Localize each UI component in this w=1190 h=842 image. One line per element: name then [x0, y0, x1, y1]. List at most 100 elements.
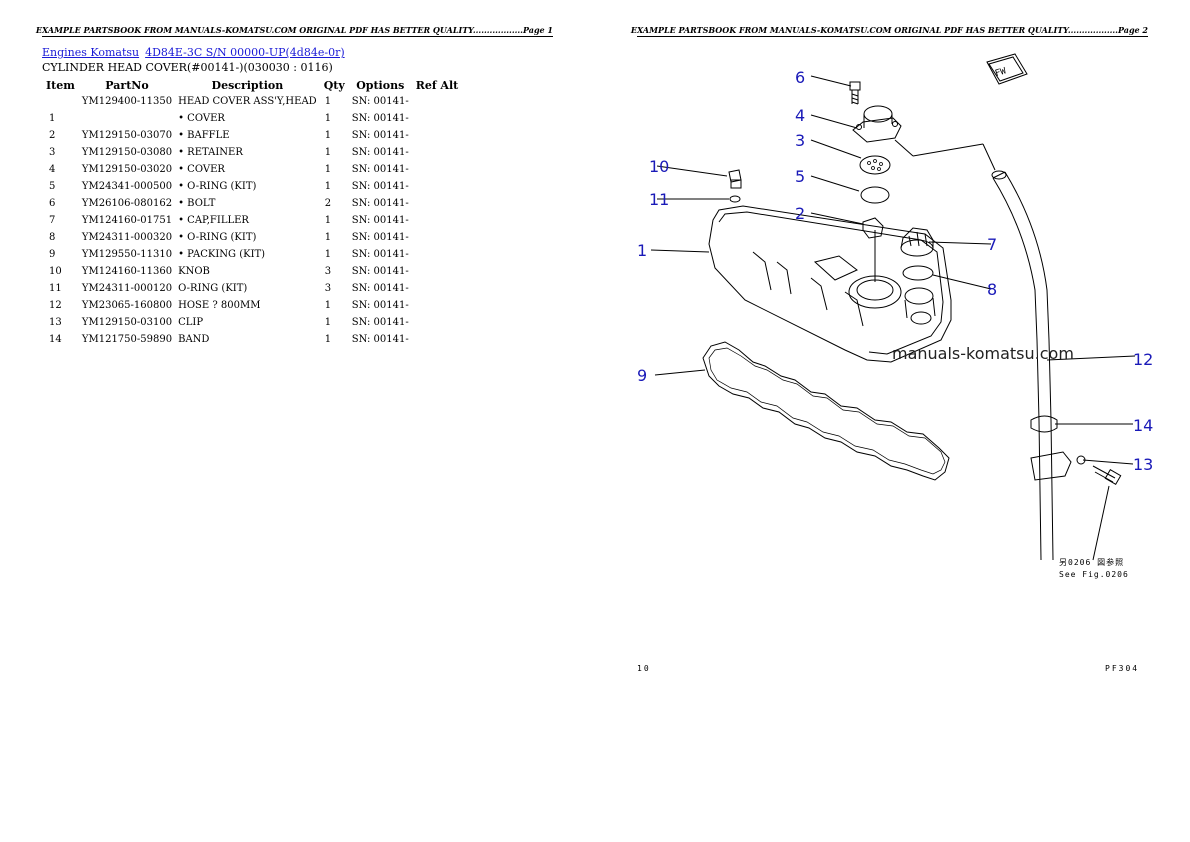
- part-baffle: [862, 217, 884, 239]
- cell-description: CLIP: [178, 317, 204, 328]
- cell-qty: 2: [324, 198, 332, 209]
- cell-ref-alt: [412, 161, 463, 178]
- page-header: EXAMPLE PARTSBOOK FROM MANUALS-KOMATSU.C…: [630, 25, 1148, 35]
- header-rule: [637, 36, 1148, 37]
- section-title: CYLINDER HEAD COVER(#00141-)(030030 : 01…: [42, 61, 333, 74]
- cell-item: 12: [49, 300, 62, 311]
- cell-qty: 1: [324, 232, 332, 243]
- cell-partno: YM129150-03080: [81, 147, 173, 158]
- cell-options: SN: 00141-: [351, 147, 409, 158]
- cell-item: 4: [49, 164, 56, 175]
- callout-9: 9: [637, 366, 647, 385]
- cell-partno: YM129150-03100: [81, 317, 173, 328]
- part-packing: [702, 341, 950, 481]
- cell-qty: 1: [324, 215, 332, 226]
- callout-2: 2: [795, 204, 805, 223]
- part-clip: [1030, 451, 1122, 561]
- callout-8: 8: [987, 280, 997, 299]
- part-knob: [728, 169, 742, 189]
- cell-options: SN: 00141-: [351, 96, 409, 107]
- cell-ref-alt: [412, 93, 463, 110]
- cell-item: [42, 93, 79, 110]
- cell-description: • PACKING (KIT): [178, 249, 266, 260]
- cell-partno: [79, 110, 175, 127]
- cell-partno: YM129550-11310: [81, 249, 173, 260]
- cell-options: SN: 00141-: [351, 232, 409, 243]
- col-header-ref-alt: Ref Alt: [415, 78, 459, 92]
- cell-description: KNOB: [178, 266, 210, 277]
- cell-item: 14: [49, 334, 62, 345]
- breadcrumb: Engines Komatsu 4D84E-3C S/N 00000-UP(4d8…: [42, 46, 345, 59]
- callout-11: 11: [649, 190, 669, 209]
- cell-partno: YM129400-11350: [81, 96, 173, 107]
- cell-ref-alt: [412, 314, 463, 331]
- part-band: [1030, 415, 1058, 433]
- callout-1: 1: [637, 241, 647, 260]
- col-header-qty: Qty: [323, 78, 345, 92]
- cell-description: HOSE ? 800MM: [178, 300, 261, 311]
- cell-qty: 1: [324, 300, 332, 311]
- col-header-partno: PartNo: [105, 78, 149, 92]
- cell-qty: 1: [324, 164, 332, 175]
- part-o-ring-knob: [729, 195, 741, 203]
- see-figure-jp: 另0206 図参照: [1059, 558, 1125, 567]
- cell-ref-alt: [412, 127, 463, 144]
- see-figure-note: 另0206 図参照 See Fig.0206: [1059, 557, 1129, 581]
- callout-7: 7: [987, 235, 997, 254]
- cell-ref-alt: [412, 178, 463, 195]
- part-head-cover: [708, 205, 952, 363]
- cell-qty: 1: [324, 181, 332, 192]
- forward-direction-mark: FW: [986, 53, 1028, 85]
- cell-description: O-RING (KIT): [178, 283, 248, 294]
- cell-ref-alt: [412, 331, 463, 348]
- cell-description: • COVER: [178, 164, 225, 175]
- cell-ref-alt: [412, 195, 463, 212]
- cell-description: BAND: [178, 334, 210, 345]
- cell-options: SN: 00141-: [351, 130, 409, 141]
- cell-ref-alt: [412, 144, 463, 161]
- parts-list-page: EXAMPLE PARTSBOOK FROM MANUALS-KOMATSU.C…: [36, 25, 553, 348]
- cell-qty: 3: [324, 283, 332, 294]
- cell-options: SN: 00141-: [351, 198, 409, 209]
- cell-qty: 1: [324, 249, 332, 260]
- breadcrumb-link-model[interactable]: 4D84E-3C S/N 00000-UP(4d84e-0r): [145, 46, 345, 59]
- cell-qty: 1: [324, 317, 332, 328]
- callout-6: 6: [795, 68, 805, 87]
- cell-item: 3: [49, 147, 56, 158]
- cell-description: • O-RING (KIT): [178, 181, 257, 192]
- cell-description: HEAD COVER ASS'Y,HEAD: [178, 96, 317, 107]
- cell-item: 6: [49, 198, 56, 209]
- parts-table: Item PartNo Description Qty Options Ref …: [42, 77, 462, 348]
- cell-options: SN: 00141-: [351, 113, 409, 124]
- cell-partno: YM24311-000320: [81, 232, 173, 243]
- cell-options: SN: 00141-: [351, 215, 409, 226]
- part-filler-cap: [900, 227, 934, 257]
- part-bolt: [849, 81, 861, 105]
- callout-3: 3: [795, 131, 805, 150]
- footer-page-number: 10: [637, 664, 651, 673]
- cell-options: SN: 00141-: [351, 164, 409, 175]
- leader-lines: [650, 75, 1136, 465]
- cell-description: • BOLT: [178, 198, 216, 209]
- cell-item: 13: [49, 317, 62, 328]
- cell-qty: 1: [324, 113, 332, 124]
- part-o-ring-small: [860, 186, 890, 204]
- cell-ref-alt: [412, 110, 463, 127]
- breadcrumb-link-engines[interactable]: Engines Komatsu: [42, 46, 140, 59]
- cell-item: 10: [49, 266, 62, 277]
- col-header-options: Options: [356, 78, 405, 92]
- cell-item: 1: [49, 113, 56, 124]
- cell-qty: 1: [324, 147, 332, 158]
- cell-partno: YM24311-000120: [81, 283, 173, 294]
- callout-10: 10: [649, 157, 669, 176]
- cell-partno: YM26106-080162: [81, 198, 173, 209]
- callout-12: 12: [1133, 350, 1153, 369]
